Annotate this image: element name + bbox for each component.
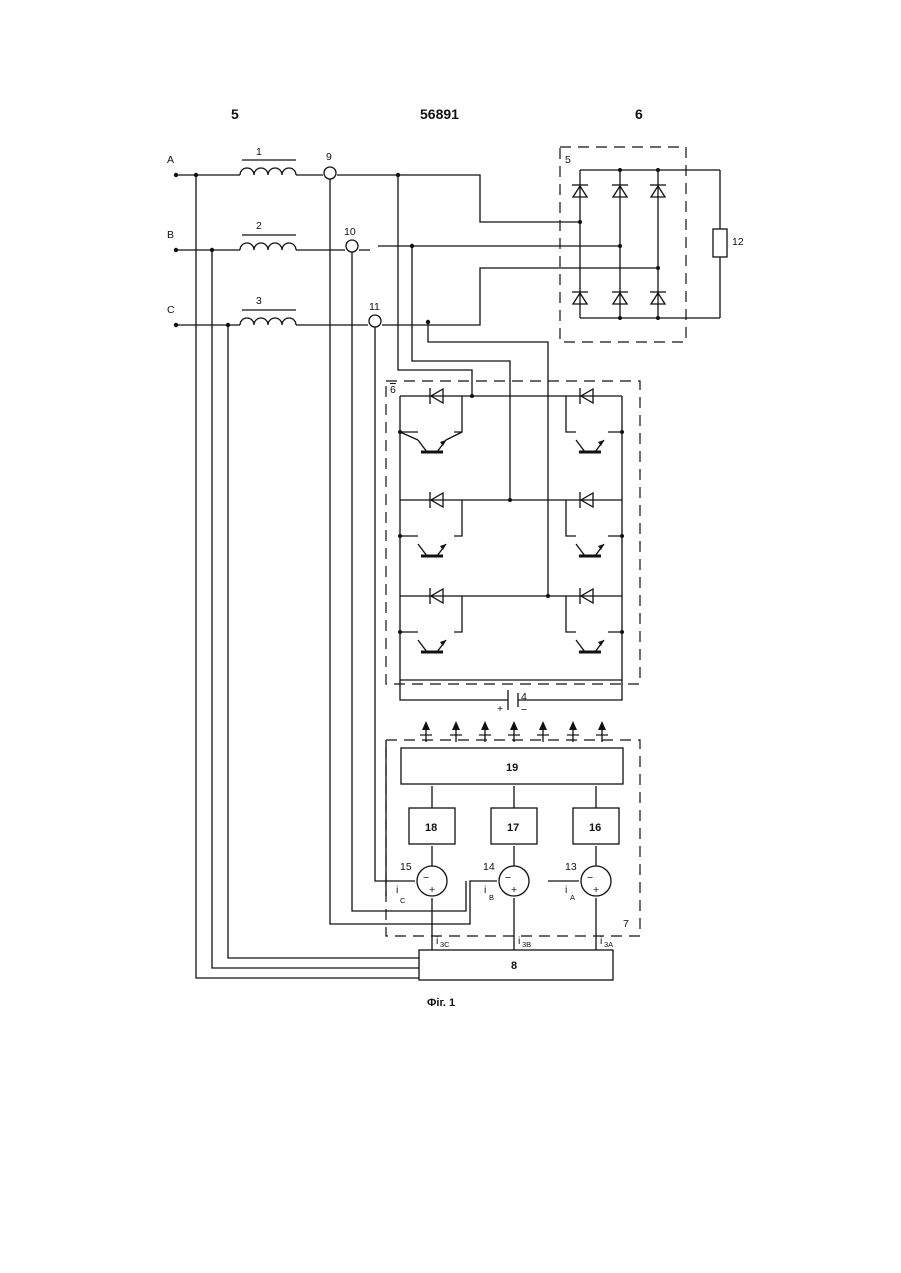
load-resistor-12 bbox=[713, 229, 727, 257]
ic-subscript: C bbox=[400, 896, 406, 905]
ib-subscript: B bbox=[489, 893, 494, 902]
voltage-wire-b bbox=[212, 250, 419, 968]
battery-plus-sign: + bbox=[497, 703, 503, 715]
rectifier-5 bbox=[560, 147, 727, 342]
comparator-13-plus: + bbox=[593, 884, 599, 896]
ref-c-symbol: i bbox=[436, 935, 438, 947]
ref-b-symbol: i bbox=[518, 935, 520, 947]
comparator-15-plus: + bbox=[429, 884, 435, 896]
battery-label: 4 bbox=[521, 691, 527, 703]
current-sensor-9 bbox=[324, 167, 336, 179]
ref-c-subscript: 3C bbox=[440, 940, 450, 949]
load-label: 12 bbox=[732, 236, 744, 248]
reactor-bars bbox=[242, 160, 296, 310]
wire-b-to-inverter bbox=[412, 246, 510, 500]
ia-symbol: i bbox=[565, 884, 567, 896]
ia-subscript: A bbox=[570, 893, 575, 902]
phase-b-line bbox=[174, 243, 620, 252]
inverter-6 bbox=[386, 381, 640, 684]
wire-a-to-inverter bbox=[398, 175, 472, 396]
comparator-15-minus: − bbox=[423, 872, 429, 884]
driver-19-label: 19 bbox=[506, 762, 518, 774]
sensor-9-label: 9 bbox=[326, 151, 332, 163]
reference-unit-label: 8 bbox=[511, 960, 517, 972]
regulator-18-label: 18 bbox=[425, 822, 437, 834]
phase-a-label: A bbox=[167, 154, 174, 166]
comparator-13-label: 13 bbox=[565, 861, 577, 873]
phase-b-label: B bbox=[167, 229, 174, 241]
voltage-wire-c bbox=[228, 325, 419, 958]
comparator-15-label: 15 bbox=[400, 861, 412, 873]
wire-c-to-inverter bbox=[428, 322, 548, 596]
comparator-14-minus: − bbox=[505, 872, 511, 884]
rectifier-label: 5 bbox=[565, 154, 571, 166]
reactor-2-label: 2 bbox=[256, 220, 262, 232]
reactor-1-label: 1 bbox=[256, 146, 262, 158]
ref-b-subscript: 3B bbox=[522, 940, 531, 949]
inverter-label: 6 bbox=[390, 384, 396, 396]
sensor-10-label: 10 bbox=[344, 226, 356, 238]
current-sensor-11 bbox=[369, 315, 381, 327]
phase-c-label: C bbox=[167, 304, 175, 316]
ref-a-symbol: i bbox=[600, 935, 602, 947]
feedback-wire-c bbox=[375, 327, 415, 881]
reactor-3-label: 3 bbox=[256, 295, 262, 307]
battery-minus-sign: − bbox=[521, 704, 527, 716]
regulator-17-label: 17 bbox=[507, 822, 519, 834]
sensor-11-label: 11 bbox=[369, 301, 380, 313]
regulator-16-label: 16 bbox=[589, 822, 601, 834]
comparator-14-label: 14 bbox=[483, 861, 495, 873]
ic-symbol: i bbox=[396, 884, 398, 896]
phase-a-line bbox=[174, 168, 580, 222]
figure-caption: Фіг. 1 bbox=[427, 997, 455, 1009]
current-sensor-10 bbox=[346, 240, 358, 252]
ib-symbol: i bbox=[484, 884, 486, 896]
ref-a-subscript: 3A bbox=[604, 940, 613, 949]
comparator-13-minus: − bbox=[587, 872, 593, 884]
control-system-label: 7 bbox=[623, 918, 629, 930]
comparator-14-plus: + bbox=[511, 884, 517, 896]
